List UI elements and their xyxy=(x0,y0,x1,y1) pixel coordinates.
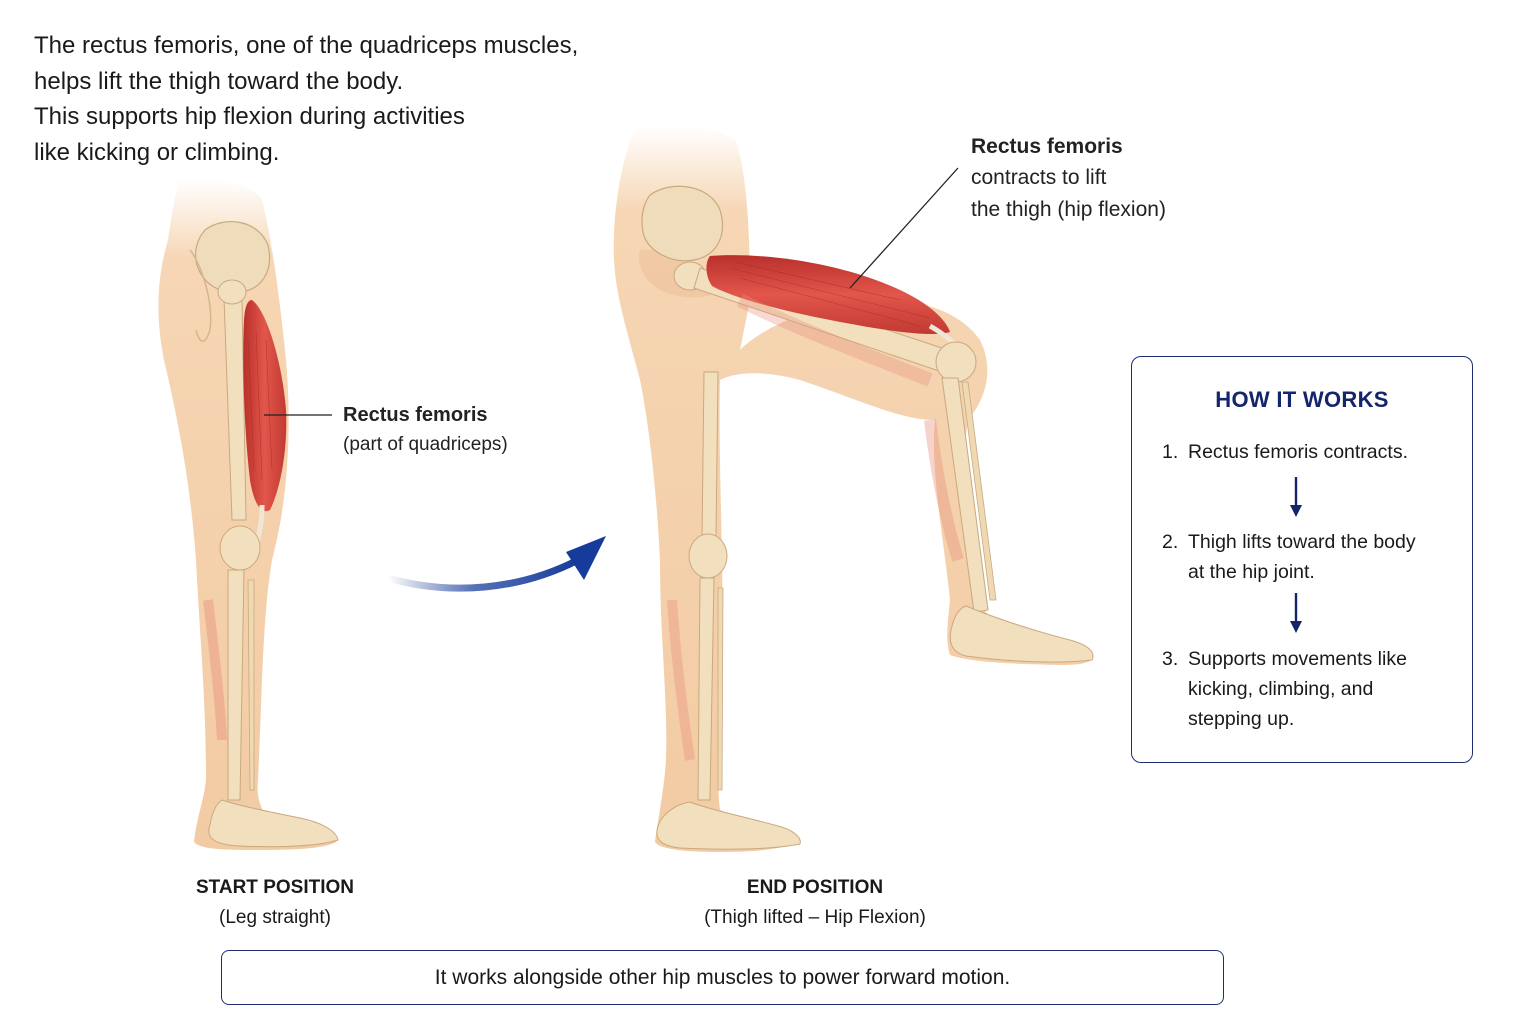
intro-line: like kicking or climbing. xyxy=(34,138,280,166)
step-item: 3. Supports movements like kicking, clim… xyxy=(1162,644,1462,734)
down-arrow-icon xyxy=(1290,477,1302,517)
step-text: at the hip joint. xyxy=(1188,561,1315,583)
step-text: Supports movements like xyxy=(1188,648,1407,670)
step-number: 2. xyxy=(1162,531,1179,553)
start-position-leg xyxy=(158,179,339,850)
start-callout-subtitle: (part of quadriceps) xyxy=(343,434,508,455)
step-text: kicking, climbing, and xyxy=(1188,678,1374,700)
end-position-subtitle: (Thigh lifted – Hip Flexion) xyxy=(704,907,926,928)
intro-line: helps lift the thigh toward the body. xyxy=(34,67,404,95)
end-callout-line: the thigh (hip flexion) xyxy=(971,198,1166,221)
start-position-caption: START POSITION (Leg straight) xyxy=(150,873,400,933)
step-item: 2. Thigh lifts toward the body at the hi… xyxy=(1162,527,1462,587)
footer-text: It works alongside other hip muscles to … xyxy=(434,965,1011,989)
intro-text: The rectus femoris, one of the quadricep… xyxy=(34,28,674,170)
how-it-works-panel: HOW IT WORKS 1. Rectus femoris contracts… xyxy=(1131,356,1473,763)
end-callout-leader xyxy=(849,167,959,289)
start-callout: Rectus femoris (part of quadriceps) xyxy=(343,400,508,460)
curved-arrow-icon xyxy=(384,536,606,592)
down-arrow-icon xyxy=(1290,593,1302,633)
how-it-works-title: HOW IT WORKS xyxy=(1215,387,1389,412)
step-text: Thigh lifts toward the body xyxy=(1188,531,1416,553)
step-number: 1. xyxy=(1162,441,1179,463)
intro-line: This supports hip flexion during activit… xyxy=(34,103,465,130)
start-callout-title: Rectus femoris xyxy=(343,404,488,426)
start-position-subtitle: (Leg straight) xyxy=(219,907,331,928)
step-item: 1. Rectus femoris contracts. xyxy=(1162,437,1462,467)
end-position-caption: END POSITION (Thigh lifted – Hip Flexion… xyxy=(640,873,990,933)
end-position-legs xyxy=(613,125,1094,852)
end-callout-title: Rectus femoris xyxy=(971,135,1123,158)
footer-note: It works alongside other hip muscles to … xyxy=(221,950,1224,1005)
intro-line: The rectus femoris, one of the quadricep… xyxy=(34,32,579,59)
end-position-title: END POSITION xyxy=(746,877,884,898)
step-text: stepping up. xyxy=(1188,708,1295,730)
start-position-title: START POSITION xyxy=(196,877,354,898)
step-number: 3. xyxy=(1162,648,1179,670)
end-callout-line: contracts to lift xyxy=(971,166,1107,189)
end-callout: Rectus femoris contracts to lift the thi… xyxy=(971,132,1166,226)
step-text: Rectus femoris contracts. xyxy=(1188,441,1408,463)
